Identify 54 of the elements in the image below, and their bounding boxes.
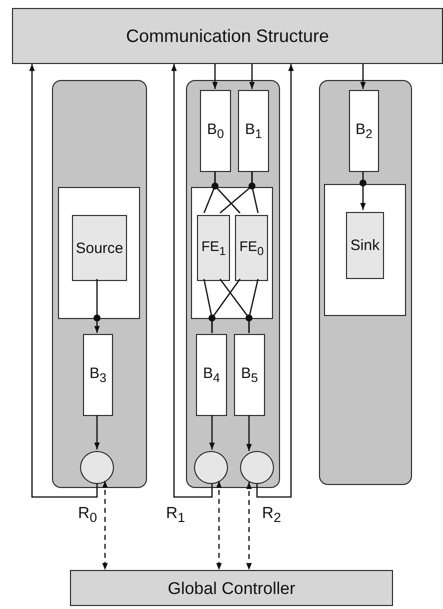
function-box	[235, 215, 268, 281]
connector-line	[214, 171, 240, 214]
node-label: FE$_{0}$	[239, 238, 264, 258]
dashed-arrow	[246, 482, 252, 570]
dashed-arrow	[102, 480, 108, 570]
arrow	[212, 64, 218, 89]
module-panel	[52, 80, 147, 488]
connector-line	[251, 171, 259, 214]
source-box	[72, 215, 127, 281]
arrow	[246, 415, 252, 451]
controller-bar	[70, 570, 393, 606]
arrow	[29, 64, 98, 498]
bus-bar	[12, 8, 443, 64]
process-box	[191, 187, 273, 319]
node-label: Communication Structure	[126, 27, 330, 45]
arrow	[94, 415, 100, 450]
buffer-box	[238, 90, 269, 172]
node-label: FE$_{1}$	[201, 238, 226, 258]
arrow	[360, 171, 366, 210]
router-circle	[80, 451, 114, 484]
arrow	[360, 64, 366, 89]
module-panel	[186, 80, 280, 488]
process-box	[324, 184, 406, 316]
arrow	[209, 415, 215, 450]
buffer-box	[234, 334, 265, 416]
router-circle	[240, 451, 274, 484]
module-panel	[319, 80, 412, 485]
buffer-box	[200, 90, 231, 172]
process-box	[58, 187, 140, 319]
dashed-arrow	[216, 480, 222, 570]
node-label: Source	[76, 240, 124, 256]
buffer-box	[83, 334, 113, 416]
node-label: Sink	[350, 238, 380, 253]
buffer-box	[349, 90, 379, 172]
node-label: B$_{5}$	[241, 366, 258, 384]
node-label: B$_{0}$	[207, 122, 224, 140]
node-label: B$_{1}$	[245, 122, 262, 140]
node-label: B$_{2}$	[356, 122, 372, 140]
connector-line	[248, 278, 259, 333]
node-label: B$_{4}$	[203, 366, 220, 384]
router-label: R$_{0}$	[78, 506, 97, 525]
connector-line	[211, 278, 241, 333]
router-label: R$_{2}$	[262, 506, 281, 525]
function-box	[197, 215, 230, 281]
node-label: B$_{3}$	[90, 366, 106, 384]
router-label: R$_{1}$	[166, 506, 185, 525]
router-circle	[194, 451, 228, 484]
arrow	[256, 64, 294, 498]
node-label: Global Controller	[168, 580, 296, 596]
arrow	[249, 64, 255, 89]
buffer-box	[196, 334, 227, 416]
sink-box	[346, 212, 384, 279]
arrow	[94, 279, 100, 333]
arrow	[171, 64, 213, 498]
